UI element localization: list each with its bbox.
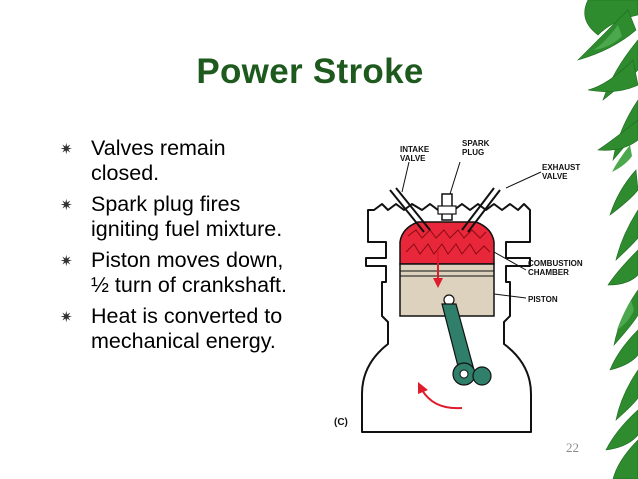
slide-title: Power Stroke: [196, 52, 424, 91]
label-exhaust-valve-1: EXHAUST: [542, 163, 580, 172]
bullet-item: ✷ Heat is converted to mechanical energy…: [58, 304, 328, 354]
bullet-star-icon: ✷: [60, 253, 73, 270]
bullet-text-line: igniting fuel mixture.: [91, 217, 283, 241]
bullet-list: ✷ Valves remain closed. ✷ Spark plug fir…: [58, 136, 328, 360]
bullet-item: ✷ Piston moves down, ½ turn of crankshaf…: [58, 248, 328, 298]
label-intake-valve-2: VALVE: [400, 154, 426, 163]
bullet-star-icon: ✷: [60, 141, 73, 158]
bullet-text-line: closed.: [91, 161, 160, 185]
label-exhaust-valve-2: VALVE: [542, 172, 568, 181]
label-intake-valve-1: INTAKE: [400, 145, 430, 154]
bullet-text-line: Valves remain: [91, 136, 226, 160]
bullet-text-line: Heat is converted to: [91, 304, 283, 328]
bamboo-leaves-decoration: [576, 0, 638, 479]
engine-cylinder-diagram: INTAKE VALVE SPARK PLUG EXHAUST VALVE CO…: [334, 139, 583, 433]
label-spark-plug-2: PLUG: [462, 148, 484, 157]
bullet-item: ✷ Spark plug fires igniting fuel mixture…: [58, 192, 328, 242]
figure-tag: (C): [334, 417, 348, 428]
page-number: 22: [566, 440, 579, 455]
bullet-text-line: ½ turn of crankshaft.: [91, 273, 287, 297]
label-combustion-chamber-1: COMBUSTION: [528, 259, 583, 268]
bullet-star-icon: ✷: [60, 309, 73, 326]
bullet-text-line: Spark plug fires: [91, 192, 241, 216]
bullet-item: ✷ Valves remain closed.: [58, 136, 328, 186]
label-piston: PISTON: [528, 295, 558, 304]
bullet-star-icon: ✷: [60, 197, 73, 214]
label-spark-plug-1: SPARK: [462, 139, 490, 148]
label-combustion-chamber-2: CHAMBER: [528, 268, 569, 277]
combustion-chamber: [399, 221, 495, 265]
bullet-text-line: Piston moves down,: [91, 248, 284, 272]
bullet-text-line: mechanical energy.: [91, 329, 276, 353]
